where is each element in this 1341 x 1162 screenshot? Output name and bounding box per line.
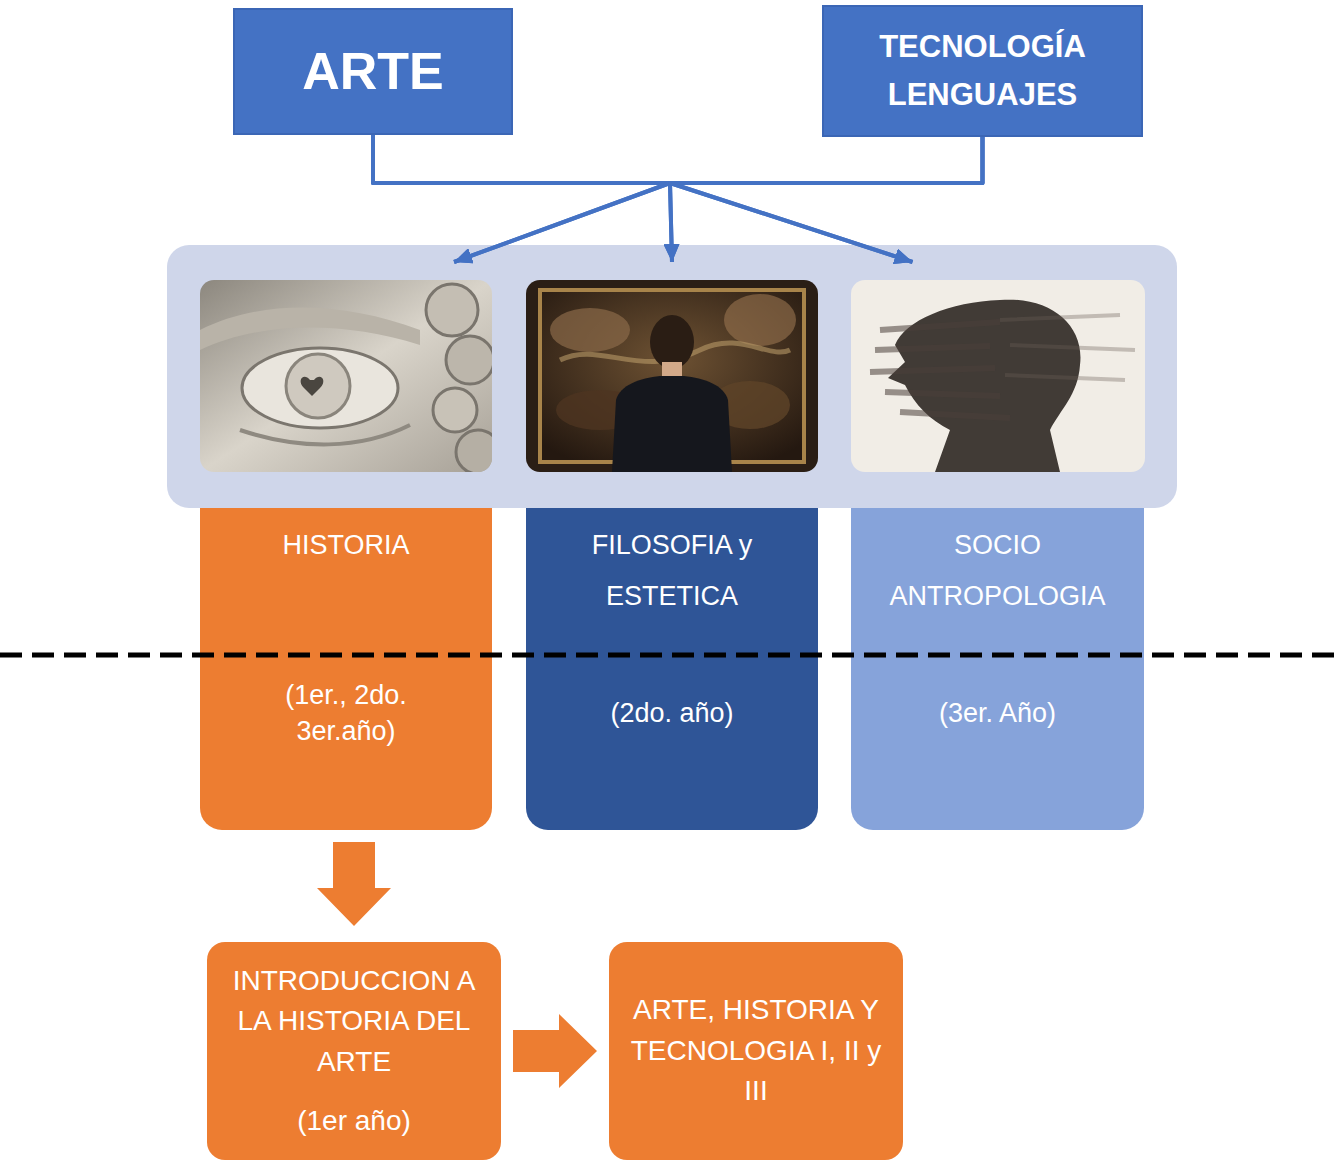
course-title: ARTE, HISTORIA Y TECNOLOGIA I, II y III	[625, 990, 887, 1112]
image-panel	[167, 245, 1177, 508]
course-box: INTRODUCCION A LA HISTORIA DEL ARTE (1er …	[207, 942, 501, 1160]
category-label: TECNOLOGÍA LENGUAJES	[858, 23, 1108, 119]
museum-visitor-image	[526, 280, 818, 472]
connector-arrow	[670, 137, 983, 262]
subject-title: FILOSOFIA y ESTETICA	[572, 520, 772, 623]
text-slot: (1er., 2do. 3er.año)	[200, 668, 492, 760]
year-note: (1er., 2do. 3er.año)	[261, 678, 431, 750]
block-arrow	[317, 842, 391, 926]
subject-column: FILOSOFIA y ESTETICA (2do. año)	[526, 262, 818, 830]
course-title: INTRODUCCION A LA HISTORIA DEL ARTE	[223, 961, 485, 1083]
subject-title: SOCIO ANTROPOLOGIA	[868, 520, 1128, 623]
year-note: (3er. Año)	[939, 696, 1056, 732]
text-slot: (2do. año)	[526, 668, 818, 760]
year-note: (1er año)	[297, 1101, 411, 1142]
connector-arrow	[373, 135, 913, 262]
connector-arrow	[454, 137, 982, 262]
course-box: ARTE, HISTORIA Y TECNOLOGIA I, II y III	[609, 942, 903, 1160]
text-slot: FILOSOFIA y ESTETICA	[526, 520, 818, 623]
sculpture-eye-image	[200, 280, 492, 472]
connector-arrow	[670, 137, 983, 262]
subject-column: HISTORIA (1er., 2do. 3er.año)	[200, 262, 492, 830]
category-box: ARTE	[233, 8, 513, 135]
text-slot: HISTORIA	[200, 520, 492, 571]
category-label: ARTE	[302, 40, 444, 102]
category-box: TECNOLOGÍA LENGUAJES	[822, 5, 1143, 137]
dashed-divider	[0, 653, 1341, 658]
subject-title: HISTORIA	[282, 520, 409, 571]
text-slot: SOCIO ANTROPOLOGIA	[851, 520, 1144, 623]
blurred-face-image	[851, 280, 1145, 472]
subject-column: SOCIO ANTROPOLOGIA (3er. Año)	[851, 262, 1144, 830]
block-arrow	[513, 1014, 597, 1088]
year-note: (2do. año)	[610, 696, 733, 732]
text-slot: (3er. Año)	[851, 668, 1144, 760]
